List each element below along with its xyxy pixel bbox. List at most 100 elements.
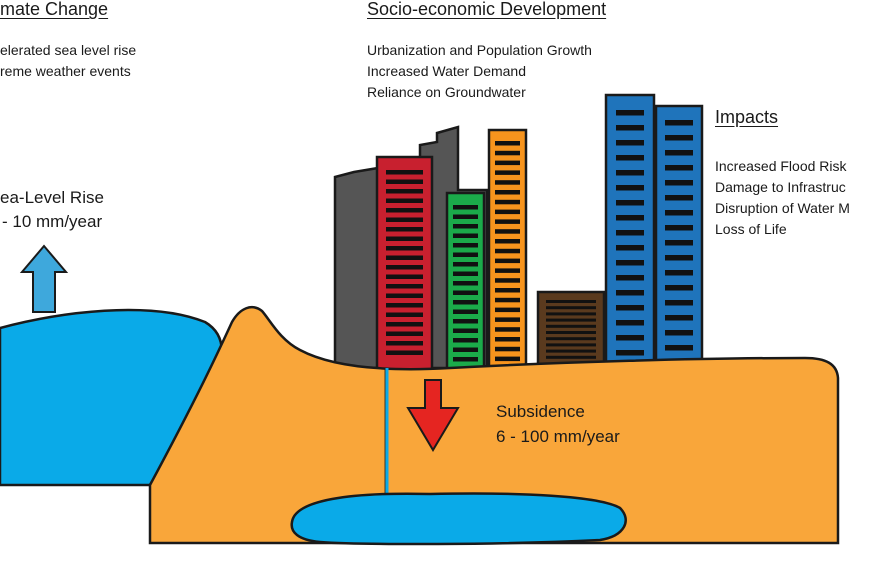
impacts-item-4: Loss of Life (715, 221, 787, 237)
building-window (546, 306, 596, 310)
building-window (546, 355, 596, 359)
subsidence-rate: 6 - 100 mm/year (496, 427, 620, 446)
building-window (665, 345, 693, 351)
building-window (386, 208, 423, 213)
building-window (386, 293, 423, 298)
socio-economic-item-3: Reliance on Groundwater (367, 84, 526, 100)
building-window (453, 281, 478, 286)
building-window (495, 317, 520, 322)
building-window (453, 309, 478, 314)
building-window (665, 255, 693, 261)
building-window (495, 229, 520, 234)
building-window (453, 271, 478, 276)
building-gray-left (333, 166, 380, 370)
building-window (665, 225, 693, 231)
building-window (453, 224, 478, 229)
building-window (386, 217, 423, 222)
sea-level-rise-label: ea-Level Rise (0, 188, 104, 207)
building-window (453, 262, 478, 267)
building-window (546, 331, 596, 334)
building-window (386, 179, 423, 184)
building-window (616, 290, 644, 296)
building-window (665, 240, 693, 246)
building-window (495, 327, 520, 332)
impacts-item-2: Damage to Infrastruc (715, 179, 846, 195)
building-window (546, 318, 596, 322)
building-window (546, 300, 596, 303)
building-window (453, 357, 478, 362)
building-window (495, 278, 520, 283)
building-red (375, 155, 434, 372)
building-window (495, 141, 520, 146)
building-window (453, 328, 478, 333)
building-window (386, 284, 423, 289)
building-window (453, 290, 478, 295)
building-windows (386, 110, 693, 362)
building-window (495, 160, 520, 166)
building-window (665, 270, 693, 276)
building-window (495, 356, 520, 362)
building-window (386, 303, 423, 308)
building-window (665, 150, 693, 156)
building-window (616, 170, 644, 176)
building-window (495, 239, 520, 244)
aquifer-water (290, 492, 627, 546)
subsidence-arrow-icon (406, 379, 460, 452)
building-window (495, 258, 520, 264)
building-window (495, 219, 520, 224)
building-window (386, 198, 423, 203)
building-window (495, 337, 520, 342)
building-window (495, 307, 520, 313)
building-window (616, 230, 644, 236)
building-window (386, 341, 423, 346)
climate-change-item-1: elerated sea level rise (0, 42, 137, 58)
building-window (386, 265, 423, 270)
building-window (616, 260, 644, 266)
building-window (616, 185, 644, 191)
building-window (453, 243, 478, 248)
building-window (616, 200, 644, 206)
building-window (453, 233, 478, 238)
climate-change-item-2: reme weather events (0, 63, 131, 79)
building-window (665, 165, 693, 171)
building-window (616, 125, 644, 131)
building-window (386, 227, 423, 232)
impacts-title: Impacts (715, 107, 779, 127)
building-window (665, 315, 693, 321)
socio-economic-item-2: Increased Water Demand (367, 63, 526, 79)
building-window (665, 285, 693, 291)
building-window (453, 319, 478, 324)
building-window (546, 312, 596, 316)
building-window (495, 180, 520, 185)
building-window (546, 337, 596, 341)
building-window (495, 190, 520, 195)
sea-level-rise-rate: - 10 mm/year (2, 212, 103, 231)
building-window (616, 320, 644, 326)
building-window (386, 322, 423, 327)
building-window (616, 215, 644, 221)
building-window (453, 214, 478, 219)
building-window (386, 170, 423, 175)
building-window (616, 335, 644, 341)
building-window (665, 120, 693, 126)
building-window (386, 189, 423, 194)
ground (148, 306, 840, 545)
building-window (495, 170, 520, 175)
building-window (665, 180, 693, 186)
socio-economic-item-1: Urbanization and Population Growth (367, 42, 592, 58)
building-window (495, 288, 520, 293)
climate-change-title: mate Change (0, 0, 109, 19)
building-window (546, 324, 596, 328)
building-window (386, 246, 423, 251)
building-window (386, 255, 423, 260)
building-window (616, 155, 644, 161)
building-window (616, 110, 644, 116)
building-window (453, 300, 478, 305)
building-window (616, 140, 644, 146)
building-window (546, 343, 596, 347)
building-window (495, 297, 520, 303)
building-window (495, 346, 520, 352)
building-window (665, 330, 693, 336)
building-window (386, 236, 423, 241)
